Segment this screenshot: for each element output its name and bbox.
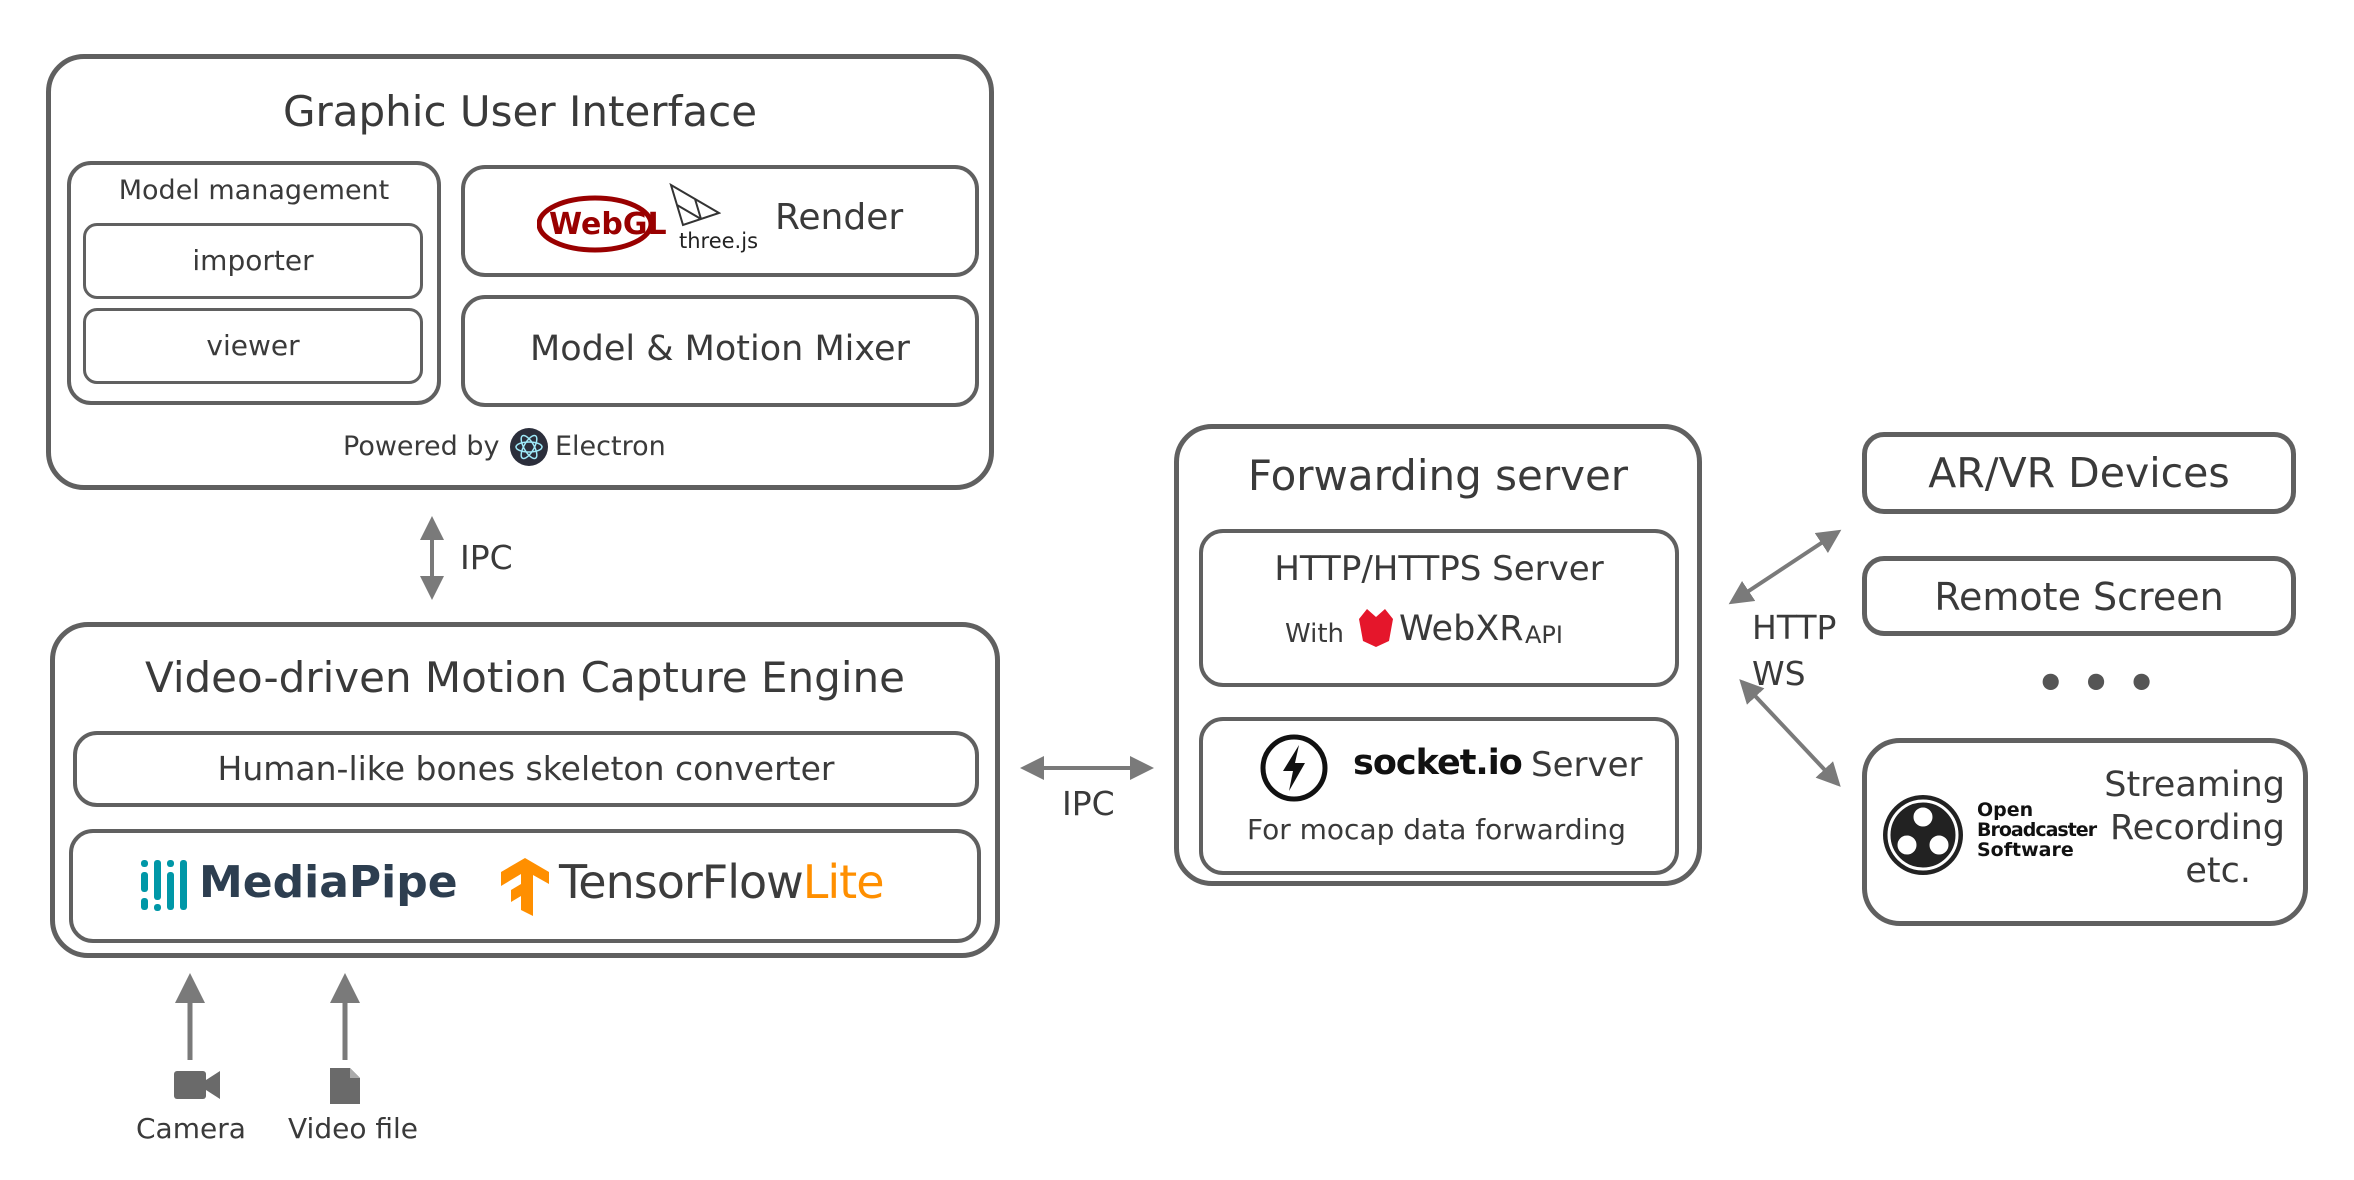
tensorflow-icon (501, 858, 549, 916)
render-box: WebGL three.js Render (461, 165, 979, 277)
converter-box: Human-like bones skeleton converter (73, 731, 979, 807)
webxr-icon (1359, 609, 1393, 647)
video-file-icon (330, 1068, 360, 1104)
converter-label: Human-like bones skeleton converter (217, 749, 835, 788)
recording-label: Recording (2109, 808, 2285, 848)
threejs-label: three.js (679, 229, 759, 253)
webgl-logo-icon (536, 195, 654, 253)
more-devices-ellipsis: • • • (2036, 656, 2157, 710)
model-management-label: Model management (118, 175, 390, 206)
powered-by-label: Powered by (343, 431, 500, 462)
obs-logo-line-1: Open (1977, 799, 2034, 821)
gui-title: Graphic User Interface (282, 87, 758, 136)
ipc-vertical-label: IPC (460, 538, 513, 577)
webgl-logo: WebGL (536, 195, 667, 257)
viewer-label: viewer (206, 329, 300, 362)
tensorflow-label: TensorFlowLite (559, 855, 885, 909)
http-label: HTTP (1752, 608, 1837, 647)
importer-label: importer (192, 244, 314, 277)
http-server-box: HTTP/HTTPS Server With WebXR API (1199, 529, 1679, 687)
obs-icon (1883, 795, 1963, 875)
model-management-box: Model management importer viewer (67, 161, 441, 405)
http-server-label: HTTP/HTTPS Server (1274, 549, 1604, 589)
mocap-label: For mocap data forwarding (1247, 813, 1626, 846)
obs-logo-line-3: Software (1977, 839, 2074, 861)
forwarding-title: Forwarding server (1247, 451, 1629, 500)
remote-screen-label: Remote Screen (1934, 575, 2224, 619)
engine-box: Video-driven Motion Capture Engine Human… (50, 622, 1000, 958)
ipc-horizontal-label: IPC (1062, 784, 1115, 823)
render-label: Render (775, 197, 904, 238)
tensorflow-text: TensorFlow (559, 855, 804, 909)
frameworks-box: MediaPipe TensorFlowLite (69, 829, 981, 943)
socketio-box: socket.io Server For mocap data forwardi… (1199, 717, 1679, 875)
electron-icon (510, 428, 548, 466)
ws-arrow-down (1739, 679, 1841, 787)
arvr-box: AR/VR Devices (1862, 432, 2296, 514)
importer-box: importer (83, 223, 423, 299)
mixer-box: Model & Motion Mixer (461, 295, 979, 407)
http-arrow-up (1728, 529, 1842, 605)
electron-label: Electron (555, 431, 666, 462)
arvr-label: AR/VR Devices (1928, 449, 2230, 497)
tensorflow-lite-text: Lite (802, 855, 885, 909)
engine-title: Video-driven Motion Capture Engine (145, 653, 905, 702)
with-label: With (1285, 619, 1345, 649)
camera-label: Camera (136, 1112, 246, 1145)
socketio-server-label: Server (1531, 745, 1643, 785)
obs-box: Open Broadcaster Software Streaming Reco… (1862, 738, 2308, 926)
video-file-label: Video file (288, 1112, 418, 1145)
webxr-label: WebXR (1399, 609, 1524, 649)
api-label: API (1525, 621, 1563, 649)
socketio-label: socket.io (1353, 743, 1523, 783)
viewer-box: viewer (83, 308, 423, 384)
forwarding-box: Forwarding server HTTP/HTTPS Server With… (1174, 424, 1702, 886)
gui-box: Graphic User Interface Model management … (46, 54, 994, 490)
socketio-icon (1260, 734, 1328, 802)
remote-screen-box: Remote Screen (1862, 556, 2296, 636)
threejs-icon (669, 183, 721, 227)
mediapipe-label: MediaPipe (199, 857, 458, 908)
ws-label: WS (1752, 654, 1806, 693)
mixer-label: Model & Motion Mixer (530, 329, 910, 369)
webgl-logo-text: WebGL (549, 207, 667, 242)
mediapipe-icon (141, 860, 187, 911)
camera-icon (174, 1071, 220, 1099)
streaming-label: Streaming (2104, 765, 2285, 805)
obs-logo-line-2: Broadcaster (1977, 819, 2097, 841)
etc-label: etc. (2185, 851, 2251, 891)
